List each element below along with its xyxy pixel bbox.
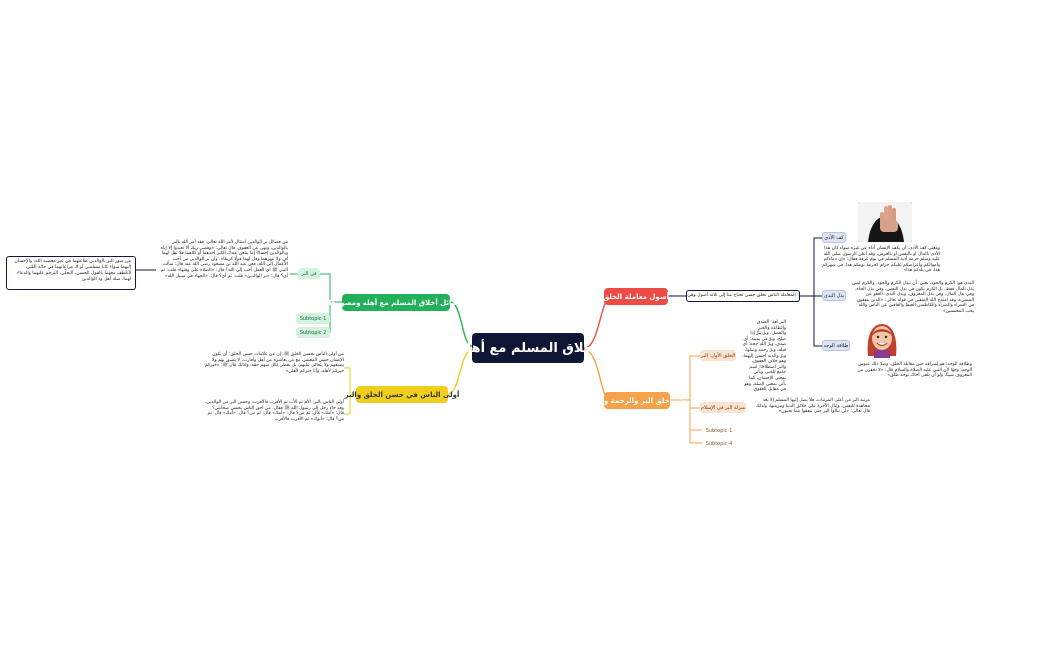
item-first-virtue-text: البر لغة: الصدق والطاعة والخير والفضل، و…	[742, 320, 786, 393]
worthiest-item-1: من أولى الناس بحسن الخلق ﷺ: إن من علامات…	[205, 352, 344, 374]
link-virtues-item1	[320, 273, 342, 303]
smiling-woman-avatar	[860, 318, 904, 358]
branch-meaning[interactable]: معنى خلق البر والرحمة والرفق	[584, 392, 690, 409]
virtues-subtopic-1[interactable]: Subtopic 1	[296, 313, 330, 324]
link-worthiest-item1	[344, 367, 358, 395]
stop-hand-photo	[858, 202, 912, 242]
link-root-worthiest	[447, 349, 473, 395]
root-topic[interactable]: أخلاق المسلم مع أهله	[458, 333, 598, 363]
branch-virtues[interactable]: فضائل أخلاق المسلم مع أهله ومصورها	[329, 294, 463, 311]
link-meaning-item2	[689, 400, 700, 409]
item-kaff-alatha[interactable]: كف الأذى	[822, 232, 846, 243]
item-fi-albirr[interactable]: في البر	[298, 268, 320, 279]
branch-worthiest[interactable]: أولى الناس في حسن الخلق والبر	[345, 386, 459, 403]
meaning-subtopic-4[interactable]: Subtopic 4	[702, 438, 736, 449]
link-worthiest-item2	[344, 394, 351, 415]
item-talaqat-alwajh[interactable]: طلاقة الوجه	[822, 340, 850, 351]
worthiest-item-2: أولى الناس بالبر: الأم ثم الأب ثم الأقرب…	[205, 400, 344, 422]
link-meaning-item1	[670, 355, 700, 401]
branch-principles[interactable]: أصول معاملة الخلق	[603, 288, 669, 305]
link-root-virtues	[449, 301, 473, 347]
virtues-note[interactable]: من صور البر بالوالدين طاعتهما في غير معص…	[6, 256, 136, 290]
link-intro-item3	[813, 296, 822, 347]
item-birr-status[interactable]: منزلة البر في الإسلام	[700, 402, 746, 413]
item-talaqat-alwajh-text: وطلاقة الوجه: هو إشراقه حين مقابلة الخلق…	[857, 362, 972, 379]
link-intro-item1	[800, 237, 822, 297]
item-birr-status-text: مرتبة البر من أعلى المرتبات، فلا يصل إلي…	[755, 398, 870, 415]
principles-intro[interactable]: : المعاملة الناس بخلق حسن تحتاج منا إلى …	[686, 290, 800, 302]
item-first-virtue[interactable]: الخلق الأول: البر	[700, 350, 736, 361]
item-kaff-alatha-text: ومعنى كف الأذى: أن يكف الإنسان أذاه عن غ…	[822, 246, 940, 274]
item-bathl-alnada-text: الندى هو: الكرم والجود، يعني: أن تبذل ال…	[852, 281, 974, 314]
item-fi-albirr-text: من فضائل بر الوالدين امتثال لأمر الله تع…	[160, 240, 288, 279]
virtues-subtopic-2[interactable]: Subtopic 2	[296, 327, 330, 338]
meaning-subtopic-1[interactable]: Subtopic 1	[702, 425, 736, 436]
link-meaning-sub2	[689, 430, 702, 444]
item-bathl-alnada[interactable]: بذل الندى	[822, 290, 846, 301]
